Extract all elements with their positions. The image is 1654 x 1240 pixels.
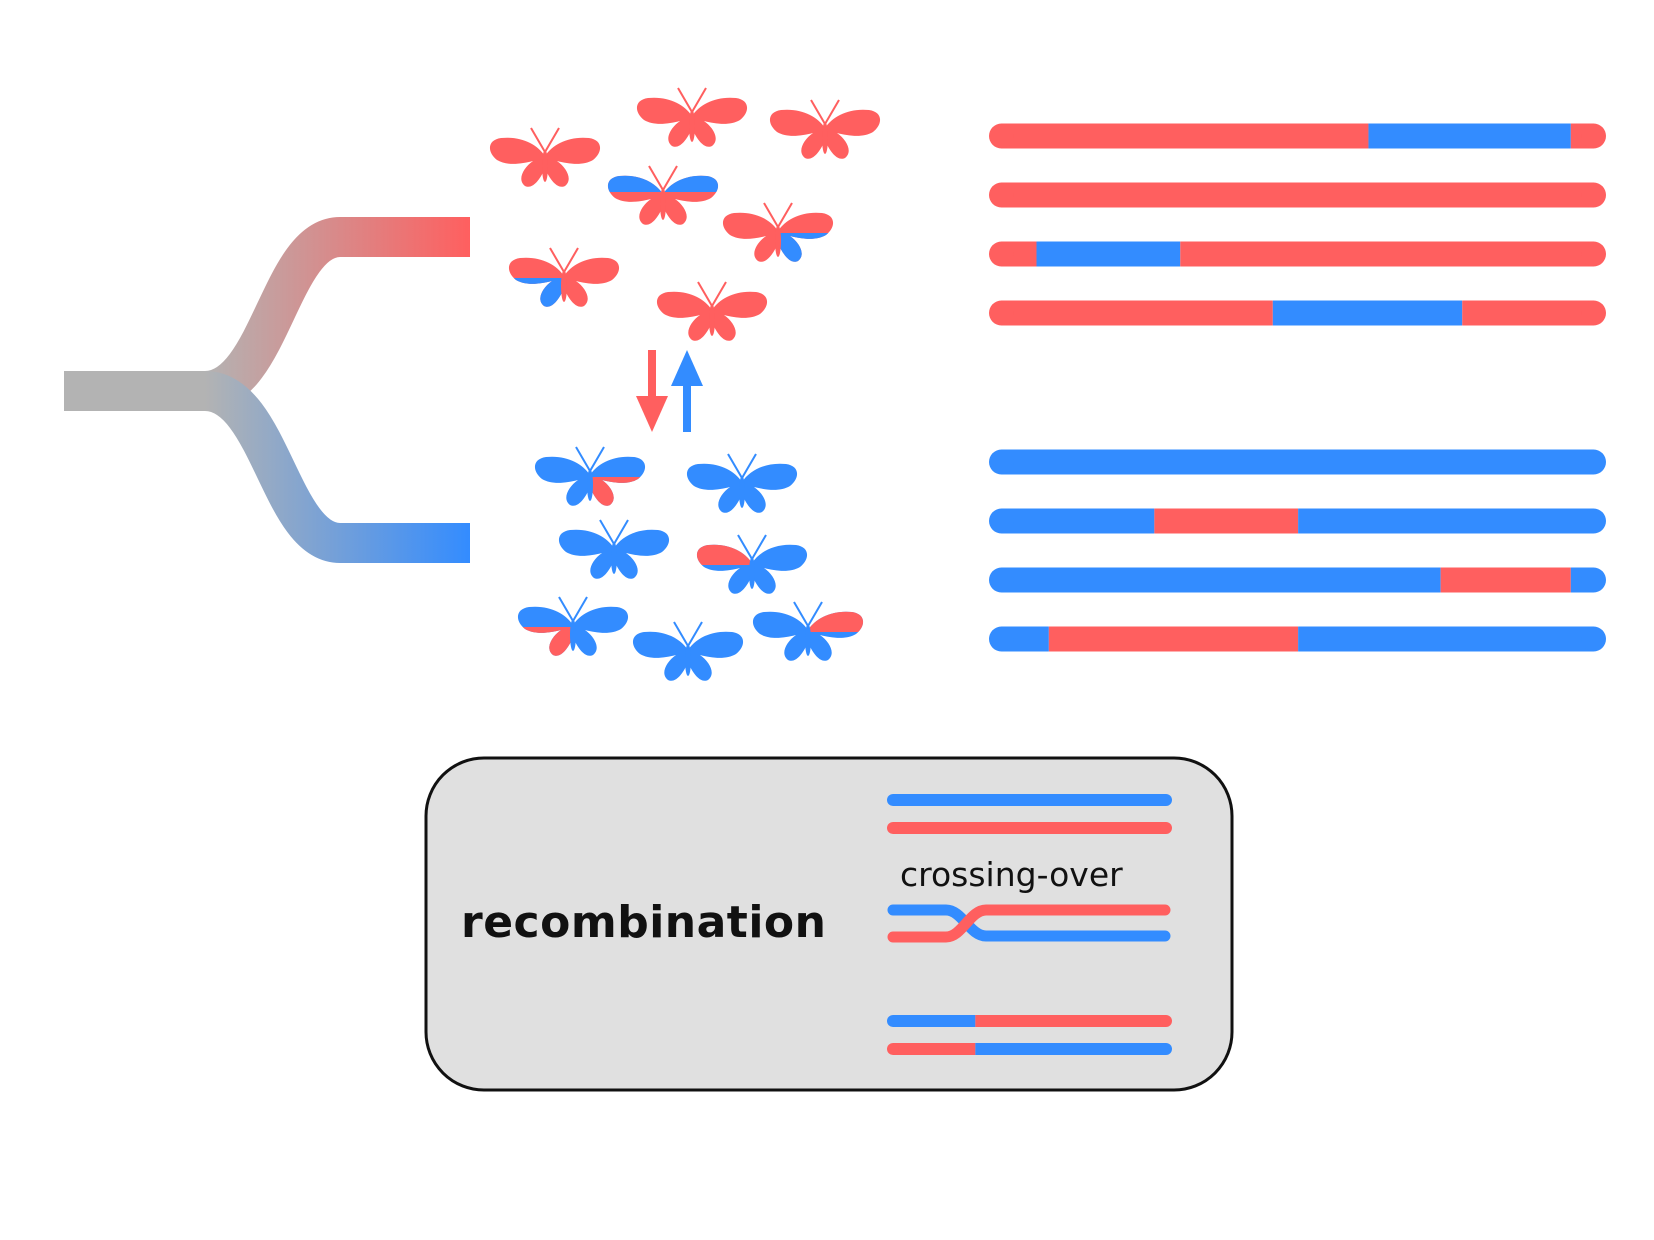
blue-lineage-branch [202, 371, 470, 563]
butterfly-red-2 [636, 87, 748, 147]
chromosome-red-2 [989, 182, 1606, 208]
red-lineage-branch [202, 217, 470, 411]
butterfly-red-7 [656, 281, 768, 341]
chromosome-segment-red [975, 1015, 1172, 1027]
blue-population [517, 446, 864, 681]
chromosome-segment-red [989, 123, 1369, 149]
recombination-label: recombination [461, 897, 826, 948]
gene-flow-arrow-down [636, 350, 668, 432]
chromosome-segment-blue [989, 567, 1441, 593]
gene-flow-arrow-up [671, 350, 703, 432]
chromosome-red-3 [989, 241, 1606, 267]
recombinant-chromosomes-after [887, 1015, 1172, 1055]
chromosome-segment-red [887, 1043, 976, 1055]
red-population [489, 87, 881, 341]
butterfly-blue-1 [534, 446, 646, 506]
butterfly-red-4 [607, 165, 719, 225]
chromosome-segment-red [1048, 626, 1299, 652]
butterfly-blue-7 [752, 601, 864, 661]
chromosome-segment-red [1154, 508, 1299, 534]
butterfly-red-6 [508, 247, 620, 307]
recombination-panel: recombination crossing-over [424, 756, 1234, 1092]
recombination-panel-box [424, 756, 1234, 1092]
chromosome-blue-1 [989, 449, 1606, 475]
recombinant-2 [887, 1043, 1172, 1055]
chromosome-segment-blue [1298, 508, 1606, 534]
chromosome-segment-red [989, 241, 1037, 267]
crossing-over-label: crossing-over [900, 855, 1123, 894]
butterfly-blue-2 [686, 453, 798, 513]
chromosome-segment-red [1180, 241, 1606, 267]
divergence-tree [64, 217, 470, 563]
butterfly-blue-5 [517, 596, 629, 656]
crossing-red-strand [887, 904, 1171, 943]
chromosome-segment-blue [1036, 241, 1181, 267]
chromosome-segment-blue [887, 1015, 976, 1027]
chromosome-segment-blue [989, 626, 1049, 652]
chromosome-blue-2 [989, 508, 1606, 534]
butterfly-blue-4 [696, 534, 808, 594]
chromosome-segment-blue [989, 508, 1155, 534]
butterfly-blue-3 [558, 519, 670, 579]
homologous-chromosomes-before [887, 794, 1172, 834]
butterfly-red-1 [489, 127, 601, 187]
chromosome-segment-blue [989, 449, 1606, 475]
butterfly-red-5 [722, 202, 834, 262]
ancestral-branch [64, 371, 209, 411]
butterfly-blue-6 [632, 621, 744, 681]
chromosome-segment-red [989, 300, 1273, 326]
chromosome-segment-blue [1570, 567, 1606, 593]
blue-population-chromosomes [989, 449, 1606, 652]
chromosome-segment-blue [975, 1043, 1172, 1055]
chromosome-segment-blue [1272, 300, 1463, 326]
butterfly-red-3 [769, 99, 881, 159]
crossing-over-chromosomes [887, 904, 1171, 943]
chromosome-segment-red [1462, 300, 1606, 326]
chromosome-segment-red [989, 182, 1606, 208]
chromosome-segment-blue [887, 794, 1172, 806]
chromosome-segment-red [1570, 123, 1606, 149]
chromosome-segment-red [1440, 567, 1571, 593]
chromosome-red-4 [989, 300, 1606, 326]
homolog-1 [887, 794, 1172, 806]
recombinant-1 [887, 1015, 1172, 1027]
red-population-chromosomes [989, 123, 1606, 326]
chromosome-segment-blue [1298, 626, 1606, 652]
chromosome-segment-red [887, 822, 1172, 834]
chromosome-blue-4 [989, 626, 1606, 652]
chromosome-red-1 [989, 123, 1606, 149]
gene-flow-arrows [636, 350, 703, 432]
chromosome-blue-3 [989, 567, 1606, 593]
chromosome-segment-blue [1368, 123, 1571, 149]
homolog-2 [887, 822, 1172, 834]
